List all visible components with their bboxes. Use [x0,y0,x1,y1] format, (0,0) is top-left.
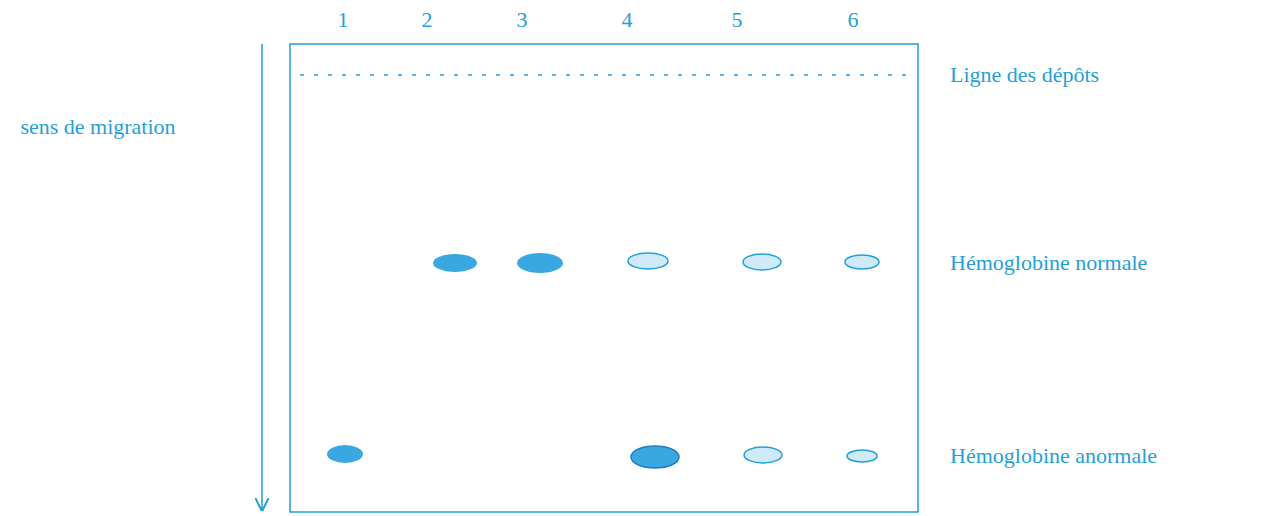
band-spot [744,447,782,463]
band-spot [433,254,477,272]
lane-number: 2 [422,8,433,32]
migration-label: sens de migration [20,115,175,139]
band-spot [631,446,679,468]
lane-number: 4 [622,8,633,32]
band-spot [845,255,879,269]
band-spot [327,445,363,463]
abnormal-bands [327,445,877,468]
band-spot [628,253,668,269]
band-spot [743,254,781,270]
normal-bands [433,253,879,273]
lane-number: 1 [338,8,349,32]
deposit-line [300,74,908,76]
band-label: Hémoglobine anormale [950,444,1157,468]
migration-arrow [261,44,263,510]
lane-number: 5 [732,8,743,32]
gel-frame [290,44,918,512]
deposit-line-label: Ligne des dépôts [950,63,1099,87]
lane-number: 6 [848,8,859,32]
band-spot [517,253,563,273]
band-label: Hémoglobine normale [950,251,1147,275]
band-spot [847,450,877,462]
lane-number: 3 [517,8,528,32]
